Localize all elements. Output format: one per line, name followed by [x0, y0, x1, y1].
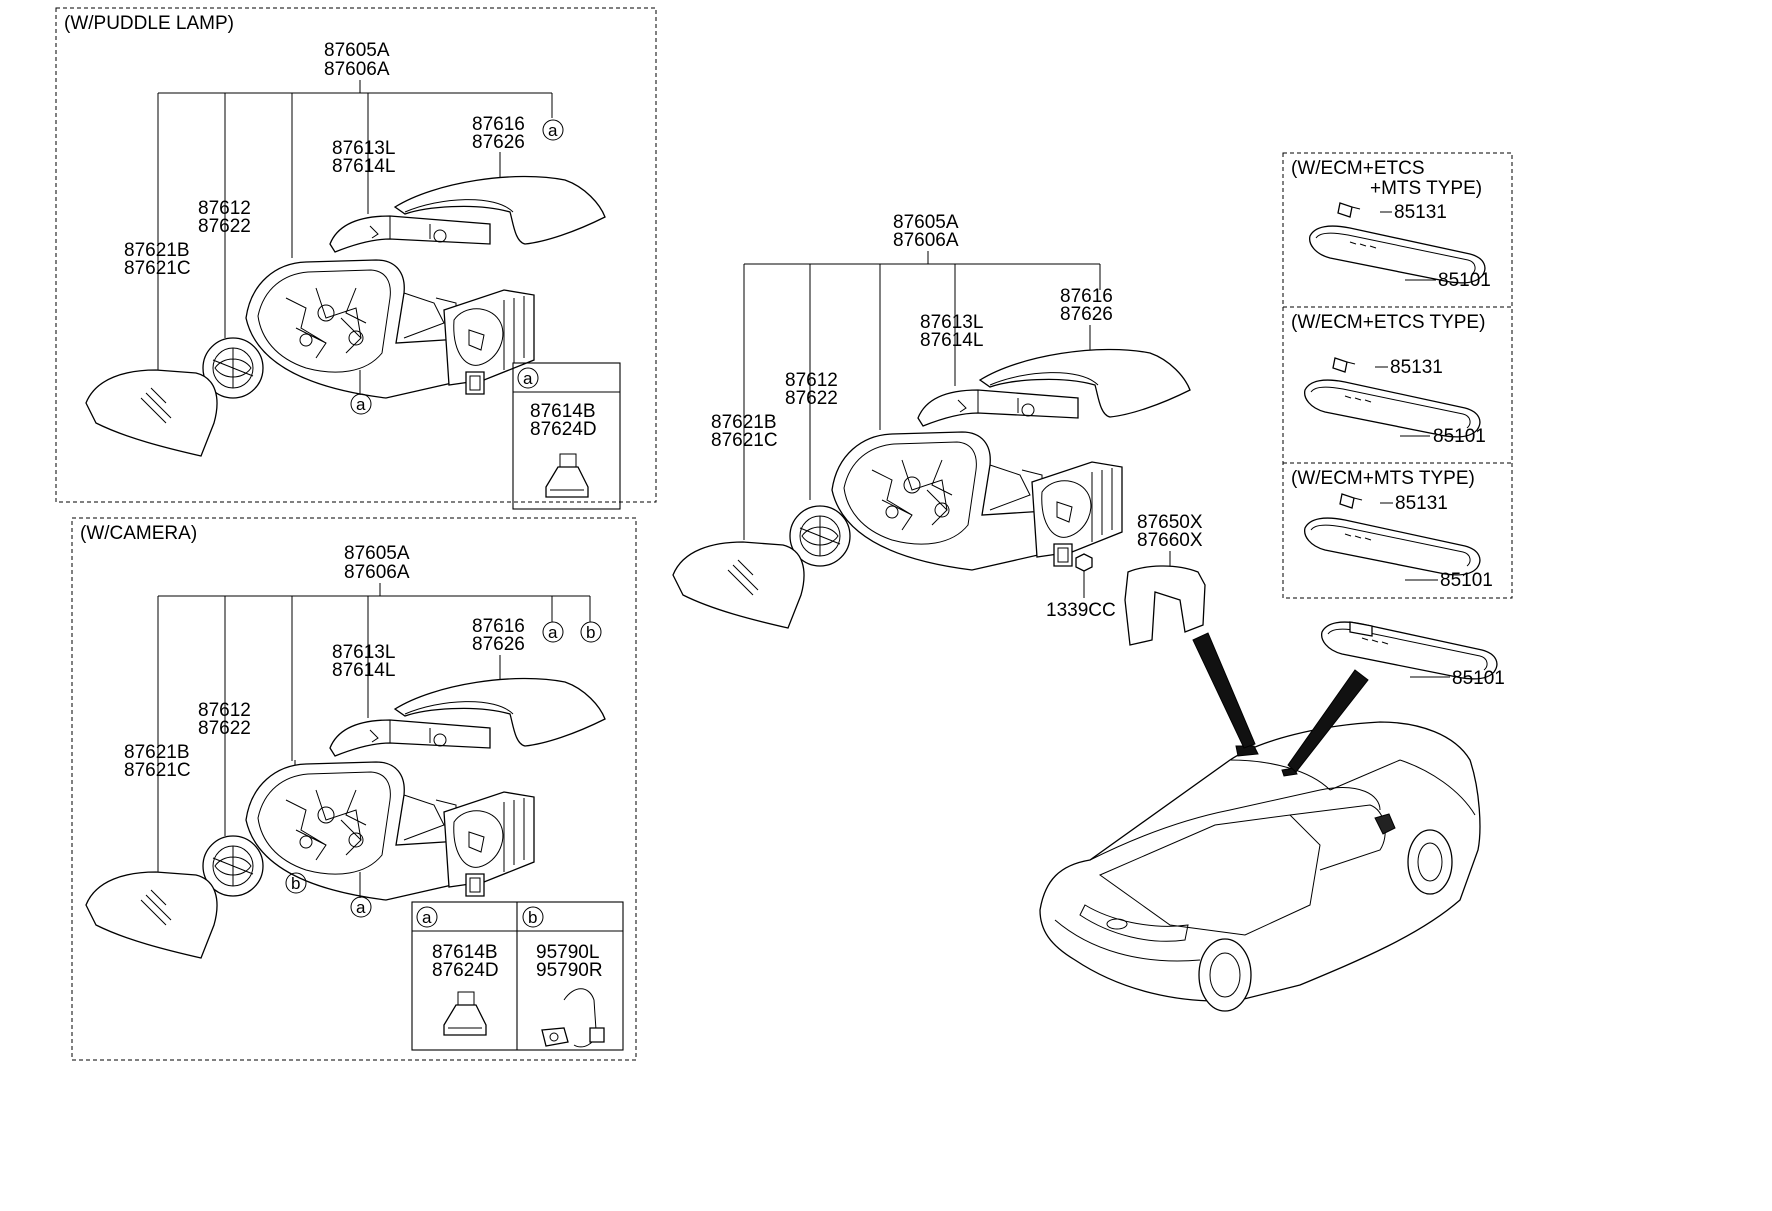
- label-cap-l-2: 87616: [472, 616, 525, 637]
- leader-lines-1: [157, 80, 553, 372]
- label-cap-l-3: 87616: [1060, 286, 1113, 307]
- section-title-puddle-lamp: (W/PUDDLE LAMP): [64, 13, 234, 34]
- lamp-part-1: [329, 215, 491, 253]
- inset-callout-b: b: [528, 908, 537, 927]
- label-glass-r-1: 87621C: [124, 258, 191, 279]
- base-part-3: [1031, 461, 1123, 567]
- label-inside-mirror-4: 85101: [1452, 668, 1505, 689]
- pointer-wedge-mirror: [1287, 669, 1369, 773]
- glass-part-2: [85, 871, 218, 959]
- label-cover-r: 87660X: [1137, 530, 1203, 551]
- label-puddle-l-2: 87614B: [432, 942, 498, 963]
- callout-a-cam: a: [548, 623, 558, 642]
- label-connector-3: 85131: [1395, 493, 1448, 514]
- lamp-part-3: [917, 389, 1079, 427]
- label-lamp-l-2: 87613L: [332, 642, 395, 663]
- label-camera-l: 95790L: [536, 942, 599, 963]
- puddle-lamp-part-1: [545, 453, 589, 498]
- label-cover-l: 87650X: [1137, 512, 1203, 533]
- label-actuator-l-3: 87612: [785, 370, 838, 391]
- inside-mirror-ecm-3: [1304, 517, 1481, 576]
- section-ecm-mts: (W/ECM+MTS TYPE): [1291, 468, 1475, 489]
- callout-a-housing-2: a: [356, 898, 366, 917]
- leader-lines-3: [743, 251, 1101, 540]
- label-assy-l-2: 87605A: [344, 543, 410, 564]
- section-ecm-etcs-mts-1: (W/ECM+ETCS: [1291, 158, 1425, 179]
- label-glass-r-3: 87621C: [711, 430, 778, 451]
- section-ecm-etcs: (W/ECM+ETCS TYPE): [1291, 312, 1485, 333]
- callout-b-cam: b: [586, 623, 595, 642]
- label-glass-l-2: 87621B: [124, 742, 190, 763]
- callout-a-circle: [542, 119, 564, 141]
- inset-callout-a-2: a: [422, 908, 432, 927]
- label-assy-r-2: 87606A: [344, 562, 410, 583]
- callout-b-housing: b: [291, 874, 300, 893]
- label-puddle-l-1: 87614B: [530, 401, 596, 422]
- label-actuator-r-3: 87622: [785, 388, 838, 409]
- label-cap-l-1: 87616: [472, 114, 525, 135]
- label-glass-l-3: 87621B: [711, 412, 777, 433]
- section-title-camera: (W/CAMERA): [80, 523, 197, 544]
- label-actuator-r-2: 87622: [198, 718, 251, 739]
- label-cap-r-2: 87626: [472, 634, 525, 655]
- label-inside-mirror-3: 85101: [1440, 570, 1493, 591]
- section-camera-frame: [71, 517, 637, 1061]
- label-connector-1: 85131: [1394, 202, 1447, 223]
- section-ecm-etcs-mts-2: +MTS TYPE): [1370, 178, 1482, 199]
- label-puddle-r-2: 87624D: [432, 960, 499, 981]
- lamp-part-2: [329, 719, 491, 757]
- label-assy-l-1: 87605A: [324, 40, 390, 61]
- camera-part: [541, 988, 605, 1048]
- label-actuator-r-1: 87622: [198, 216, 251, 237]
- label-inside-mirror-2: 85101: [1433, 426, 1486, 447]
- nut-part: [1075, 553, 1093, 572]
- label-assy-r-3: 87606A: [893, 230, 959, 251]
- label-cap-r-3: 87626: [1060, 304, 1113, 325]
- connector-part-1: [1337, 202, 1361, 218]
- base-part-1: [443, 289, 535, 395]
- label-nut: 1339CC: [1046, 600, 1116, 621]
- base-part-2: [443, 791, 535, 897]
- label-lamp-r-1: 87614L: [332, 156, 395, 177]
- label-inside-mirror-1: 85101: [1438, 270, 1491, 291]
- label-lamp-l-3: 87613L: [920, 312, 983, 333]
- pointer-wedge-cover: [1192, 632, 1256, 749]
- connector-part-2: [1332, 357, 1356, 373]
- puddle-lamp-inset-1: [512, 362, 621, 510]
- callout-a: a: [548, 121, 558, 140]
- callout-a-housing-1: a: [356, 395, 366, 414]
- inset-callout-a-1: a: [523, 369, 533, 388]
- ecm-types-frame: [1282, 152, 1513, 599]
- glass-part-3: [672, 541, 805, 629]
- camera-cover-part: [1124, 565, 1206, 646]
- label-cap-r-1: 87626: [472, 132, 525, 153]
- label-glass-r-2: 87621C: [124, 760, 191, 781]
- label-assy-r-1: 87606A: [324, 59, 390, 80]
- label-actuator-l-2: 87612: [198, 700, 251, 721]
- label-lamp-l-1: 87613L: [332, 138, 395, 159]
- puddle-lamp-part-2: [443, 991, 487, 1036]
- label-lamp-r-2: 87614L: [332, 660, 395, 681]
- car-illustration: [1039, 721, 1481, 1012]
- label-assy-l-3: 87605A: [893, 212, 959, 233]
- label-connector-2: 85131: [1390, 357, 1443, 378]
- label-actuator-l-1: 87612: [198, 198, 251, 219]
- label-puddle-r-1: 87624D: [530, 419, 597, 440]
- label-camera-r: 95790R: [536, 960, 603, 981]
- section-puddle-lamp-frame: [55, 7, 657, 503]
- label-lamp-r-3: 87614L: [920, 330, 983, 351]
- glass-part-1: [85, 369, 218, 457]
- connector-part-3: [1339, 493, 1363, 509]
- label-glass-l-1: 87621B: [124, 240, 190, 261]
